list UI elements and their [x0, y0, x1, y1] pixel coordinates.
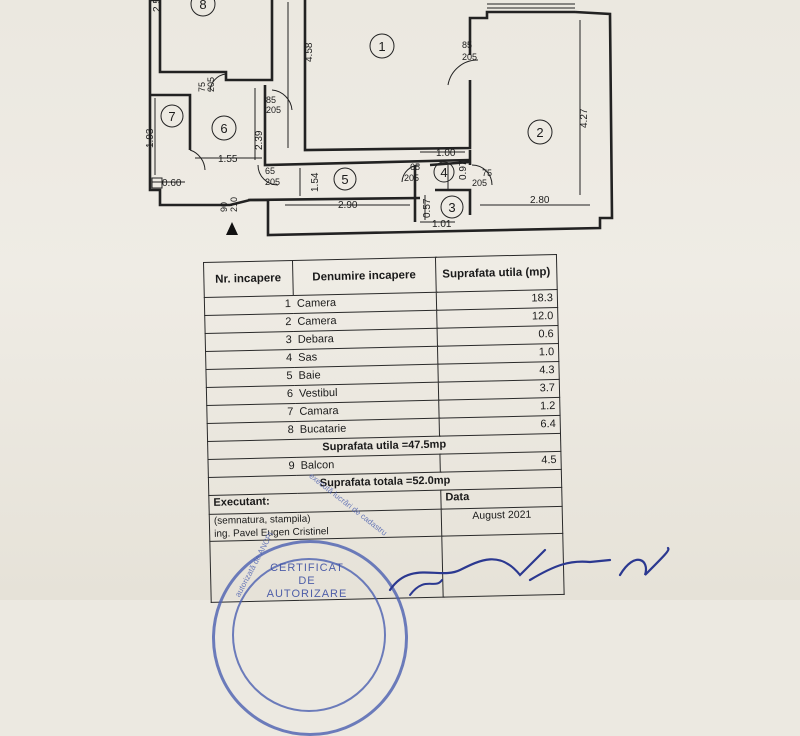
dim-060: 0.60 — [162, 178, 182, 189]
room-number-6: 6 — [220, 121, 227, 136]
door-a-height: 205 — [462, 52, 477, 62]
dim-193: 1.93 — [145, 128, 156, 148]
room1-wall — [303, 0, 472, 152]
room-number-8: 8 — [199, 0, 206, 12]
dim-097: 0.97 — [458, 160, 469, 180]
dim-280: 2.80 — [530, 195, 550, 206]
floor-plan: 1 2 3 4 5 6 7 8 2.58 4.58 4.27 2.39 1.55… — [145, 0, 614, 237]
room-number-1: 1 — [378, 39, 385, 54]
door-g-width: 90 — [219, 202, 229, 212]
room-number-3: 3 — [448, 200, 455, 215]
stamp-line-1: CERTIFICAT — [270, 562, 344, 574]
room-number-7: 7 — [168, 109, 175, 124]
room-number-5: 5 — [341, 172, 348, 187]
room-number-2: 2 — [536, 125, 543, 140]
room-marker-1 — [369, 33, 395, 59]
door-c-width: 75 — [197, 82, 207, 92]
dim-290: 2.90 — [338, 200, 358, 211]
room-marker-5 — [333, 167, 357, 191]
kitchen-wall — [150, 0, 274, 82]
handwritten-signature — [388, 546, 670, 596]
header-area: Suprafata utila (mp) — [435, 254, 558, 293]
dim-154: 1.54 — [310, 172, 321, 192]
room-marker-8 — [190, 0, 216, 17]
room-marker-6 — [211, 115, 237, 141]
door-f-width: 75 — [482, 168, 492, 178]
door-e-width: 65 — [410, 162, 420, 172]
dim-101: 1.01 — [432, 219, 452, 230]
door-c-height: 205 — [206, 77, 216, 92]
door-d-width: 65 — [265, 166, 275, 176]
header-name: Denumire incapere — [291, 257, 437, 296]
door-d-height: 205 — [265, 177, 280, 187]
room-marker-7 — [160, 104, 184, 128]
door-b-height: 205 — [266, 105, 281, 115]
stamp-text: CERTIFICAT DE AUTORIZARE — [250, 562, 364, 601]
dim-155: 1.55 — [218, 154, 238, 165]
header-nr: Nr. incapere — [203, 260, 293, 298]
stamp-line-2: DE — [298, 575, 316, 587]
dim-458: 4.58 — [304, 42, 315, 62]
door-a-width: 85 — [462, 40, 472, 50]
entrance-arrow — [226, 222, 238, 235]
dim-258: 2.58 — [152, 0, 163, 12]
stamp-line-3: AUTORIZARE — [266, 588, 348, 600]
dim-427: 4.27 — [579, 108, 590, 128]
door-e-height: 205 — [404, 173, 419, 183]
room-number-4: 4 — [440, 165, 447, 180]
door-f-height: 205 — [472, 178, 487, 188]
room-marker-4 — [433, 161, 455, 183]
dim-057: 0.57 — [422, 198, 433, 218]
room2-top-wall — [468, 10, 575, 55]
room-marker-2 — [527, 119, 553, 145]
dim-100: 1.00 — [436, 148, 456, 159]
room-marker-3 — [440, 195, 464, 219]
dim-239: 2.39 — [254, 130, 265, 150]
door-g-height: 210 — [229, 197, 239, 212]
door-b-width: 85 — [266, 95, 276, 105]
